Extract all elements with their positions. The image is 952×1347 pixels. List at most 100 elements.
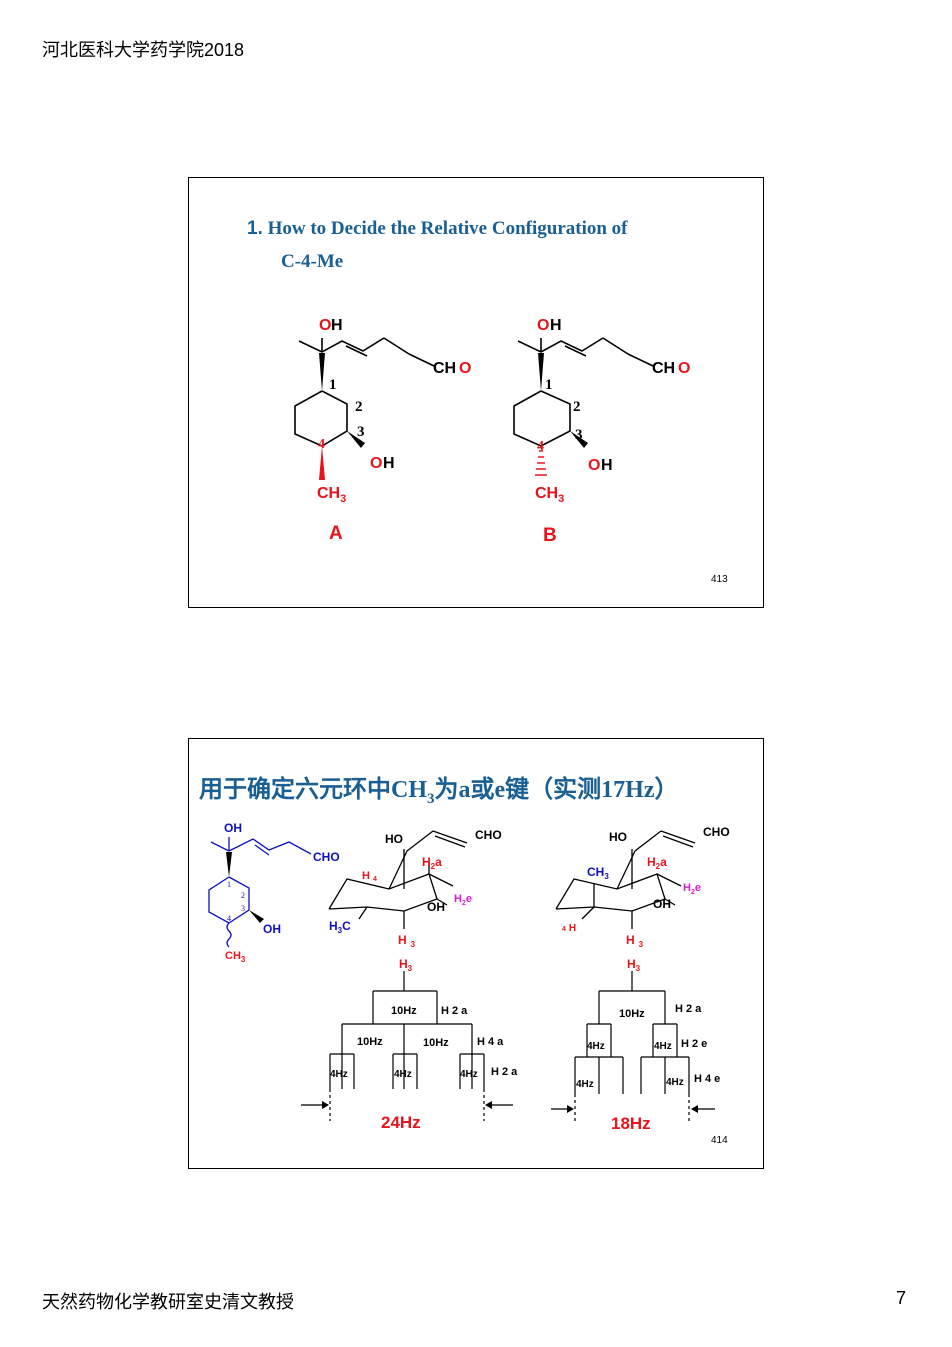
left-oh3: OH — [263, 922, 281, 936]
slide-413: 1. How to Decide the Relative Configurat… — [188, 177, 764, 608]
a-oh3-h: H — [383, 455, 395, 472]
left-atom-4: 4 — [227, 914, 231, 923]
b-atom-3: 3 — [575, 427, 583, 443]
b-atom-4: 4 — [537, 439, 544, 454]
tree-b-arrow-left — [567, 1105, 574, 1113]
b-oh3-o: O — [588, 457, 600, 474]
tree-a-l1-label: H 2 a — [441, 1005, 468, 1017]
structure-a-label: A — [329, 523, 343, 544]
a-atom-2: 2 — [355, 399, 363, 415]
b-oh-top-h: H — [550, 317, 562, 334]
left-cho: CHO — [313, 850, 340, 864]
left-atom-1: 1 — [227, 880, 231, 889]
slide-414: 用于确定六元环中CH3为a或e键（实测17Hz） OH CHO OH CH3 1… — [188, 738, 764, 1169]
page-number: 7 — [896, 1288, 907, 1308]
tree-a-l1-coupling: 10Hz — [391, 1005, 417, 1017]
tree-a-lines — [301, 971, 513, 1121]
a-atom-1: 1 — [329, 377, 337, 393]
tree-a-l2-coupling-1: 10Hz — [357, 1036, 383, 1048]
tree-a-arrow-right — [485, 1101, 492, 1109]
tree-b-l1-label: H 2 a — [675, 1003, 702, 1015]
b-cho-o: O — [678, 360, 690, 377]
tree-a-l3-coupling-2: 4Hz — [394, 1069, 412, 1080]
a-oh-top-h: H — [331, 317, 343, 334]
footer-department: 天然药物化学教研室史清文教授 — [42, 1292, 294, 1312]
chair-b-ho: HO — [609, 830, 627, 844]
chair-a-h2a: H2a — [422, 855, 442, 871]
left-structure-bonds — [208, 837, 312, 948]
chair-a-cho: CHO — [475, 828, 502, 842]
tree-b-l3-coupling-1: 4Hz — [576, 1079, 594, 1090]
tree-a-l3-coupling-1: 4Hz — [330, 1069, 348, 1080]
chair-b-cho: CHO — [703, 825, 730, 839]
title-line2: C-4-Me — [281, 251, 344, 272]
a-atom-4: 4 — [318, 437, 325, 452]
a-ch3: CH3 — [317, 485, 346, 505]
a-wedge-oh — [347, 431, 365, 448]
tree-b-l1-coupling: 10Hz — [619, 1008, 645, 1020]
tree-b-arrow-right — [691, 1105, 698, 1113]
chair-b-ch3: CH3 — [587, 865, 609, 881]
tree-b-l2-label: H 2 e — [681, 1038, 707, 1050]
b-wedge-oh — [570, 431, 588, 448]
b-oh-top-o: O — [537, 317, 549, 334]
chair-a-h2e: H2e — [454, 893, 472, 907]
slide-number: 413 — [711, 574, 728, 585]
a-wedge-ch3 — [319, 446, 325, 480]
b-sidechain — [517, 337, 604, 353]
tree-b-top: H3 — [627, 957, 641, 973]
tree-b-l3-coupling-2: 4Hz — [666, 1077, 684, 1088]
tree-b-l2-coupling-1: 4Hz — [587, 1041, 605, 1052]
chair-b-oh: OH — [653, 897, 671, 911]
left-wedge-oh — [249, 910, 264, 923]
slide1-title: 1. How to Decide the Relative Configurat… — [247, 212, 628, 278]
title-number: 1. — [247, 218, 263, 239]
b-atom-2: 2 — [573, 399, 581, 415]
b-hash-ch3 — [535, 450, 547, 476]
left-oh-top: OH — [224, 821, 242, 835]
a-wedge-top — [319, 353, 325, 391]
slide2-title: 用于确定六元环中CH3为a或e键（实测17Hz） — [199, 777, 679, 807]
tree-b-l3-label: H 4 e — [694, 1073, 720, 1085]
tree-a-top: H3 — [399, 957, 413, 973]
a-cho-ch: CH — [433, 360, 456, 377]
b-atom-1: 1 — [545, 377, 553, 393]
tree-a-l3-coupling-3: 4Hz — [460, 1069, 478, 1080]
tree-b-total: 18Hz — [611, 1114, 651, 1133]
slide1-structures: O H CH O O H CH3 1 2 3 4 A O H — [294, 317, 690, 546]
chair-b-h2e: H2e — [683, 882, 701, 896]
a-atom-3: 3 — [357, 424, 365, 440]
chair-b-bonds — [555, 830, 696, 929]
slide-number: 414 — [711, 1135, 728, 1146]
left-ch3: CH3 — [225, 950, 246, 964]
structure-b-label: B — [543, 525, 557, 546]
a-oh3-o: O — [370, 455, 382, 472]
a-sidechain — [298, 337, 385, 353]
chair-a-oh: OH — [427, 900, 445, 914]
tree-b-l2-coupling-2: 4Hz — [654, 1041, 672, 1052]
b-cho-ch: CH — [652, 360, 675, 377]
b-oh3-h: H — [601, 457, 613, 474]
tree-a-total: 24Hz — [381, 1113, 421, 1132]
b-wedge-top — [538, 353, 544, 391]
tree-a-l2-coupling-2: 10Hz — [423, 1037, 449, 1049]
chair-b-h2a: H2a — [647, 855, 667, 871]
title-line1: How to Decide the Relative Configuration… — [267, 218, 628, 239]
a-oh-top-o: O — [319, 317, 331, 334]
chair-a-h3c: H3C — [329, 919, 351, 935]
header-institution: 河北医科大学药学院2018 — [42, 40, 245, 60]
left-wedge-top — [226, 852, 232, 877]
chair-a-bonds — [328, 830, 468, 929]
b-ch3: CH3 — [535, 485, 564, 505]
a-cho-o: O — [459, 360, 471, 377]
tree-a-arrow-left — [322, 1101, 329, 1109]
left-atom-3: 3 — [241, 904, 245, 913]
left-atom-2: 2 — [241, 891, 245, 900]
tree-a-l3-label: H 2 a — [491, 1066, 518, 1078]
tree-a-l2-label: H 4 a — [477, 1036, 504, 1048]
